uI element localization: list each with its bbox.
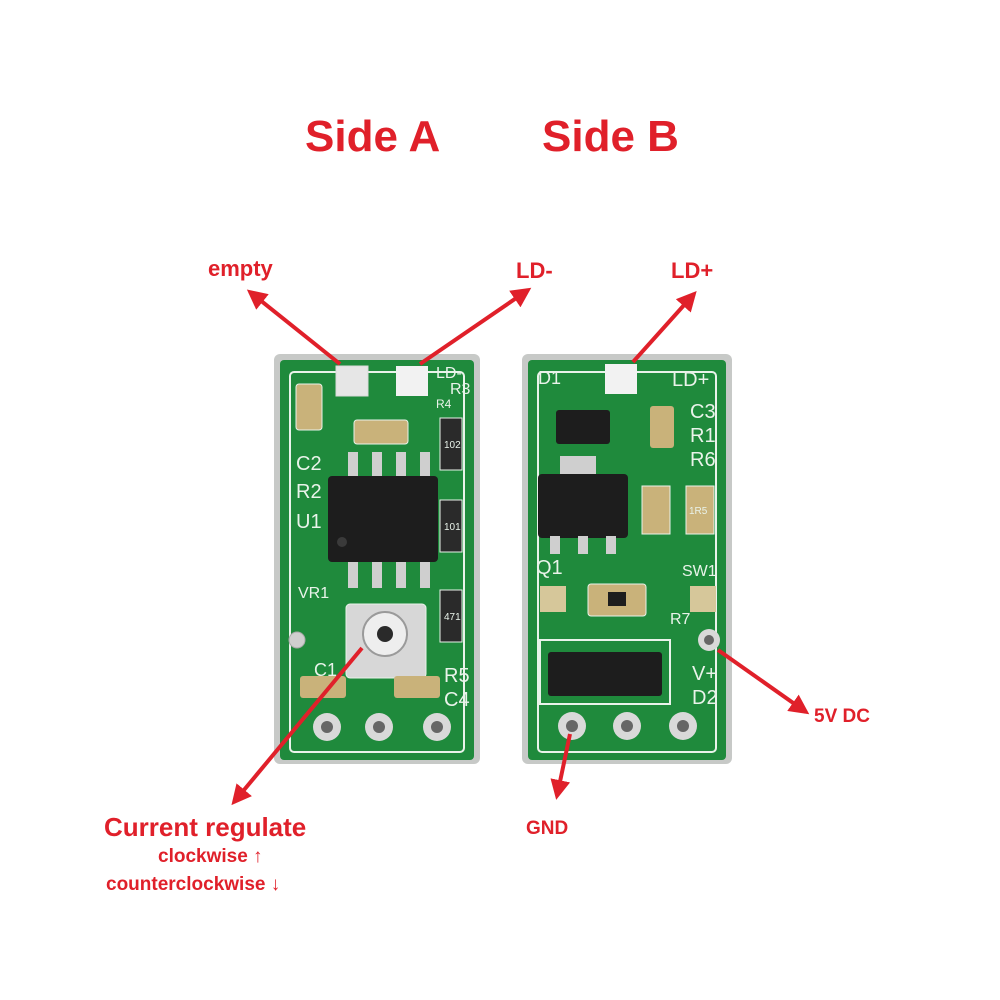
silk-chip-102: 102 (444, 440, 461, 451)
silk-sw1: SW1 (682, 563, 717, 580)
silk-ld-minus: LD- (436, 365, 462, 382)
silk-chip-471: 471 (444, 612, 461, 623)
silk-d2: D2 (692, 687, 718, 709)
silk-chip-101: 101 (444, 522, 461, 533)
annotation-arrows (231, 287, 810, 806)
arrow-current-regulate (231, 646, 364, 806)
arrow-5v-dc (716, 648, 810, 715)
ld-plus-pad (605, 364, 637, 394)
label-empty: empty (208, 256, 273, 281)
silk-ld-plus: LD+ (672, 369, 709, 391)
silk-u1: U1 (296, 511, 322, 533)
silk-q1: Q1 (536, 557, 563, 579)
arrow-ld-minus (418, 287, 532, 366)
u1-chip (328, 452, 438, 588)
silk-r3: R3 (450, 381, 471, 398)
silk-c1: C1 (314, 660, 337, 680)
silk-d1: D1 (538, 368, 561, 388)
label-current-regulate: Current regulate (104, 812, 307, 842)
empty-pad (335, 365, 369, 397)
silk-r5: R5 (444, 665, 470, 687)
board-side-b: D1 LD+ C3 R1 R6 Q1 SW1 R7 V+ D2 1R5 (522, 354, 732, 764)
silk-r4: R4 (436, 397, 452, 411)
silk-r1: R1 (690, 425, 716, 447)
label-clockwise: clockwise ↑ (158, 846, 263, 867)
silk-r6: R6 (690, 449, 716, 471)
q1-regulator (538, 456, 628, 554)
label-counterclockwise: counterclockwise ↓ (106, 874, 281, 895)
silk-c3: C3 (690, 401, 716, 423)
arrow-empty (246, 289, 342, 366)
silk-c4: C4 (444, 689, 470, 711)
label-5v-dc: 5V DC (814, 706, 870, 727)
ld-minus-pad (396, 366, 428, 396)
silk-chip-1r5: 1R5 (689, 506, 708, 517)
side-b-title: Side B (542, 112, 679, 161)
label-gnd: GND (526, 818, 569, 839)
board-side-a: LD- R3 R4 C2 R2 U1 VR1 C1 R5 C4 102 101 … (274, 354, 480, 764)
arrow-ld-plus (631, 291, 697, 364)
silk-v-plus: V+ (692, 663, 717, 685)
silk-vr1: VR1 (298, 585, 329, 602)
label-ld-plus: LD+ (671, 258, 714, 283)
silk-r7: R7 (670, 611, 691, 628)
arrow-gnd (550, 733, 572, 800)
silk-c2: C2 (296, 453, 322, 475)
vr1-potentiometer (345, 603, 427, 679)
silk-r2: R2 (296, 481, 322, 503)
side-a-title: Side A (305, 112, 441, 161)
label-ld-minus: LD- (516, 258, 553, 283)
